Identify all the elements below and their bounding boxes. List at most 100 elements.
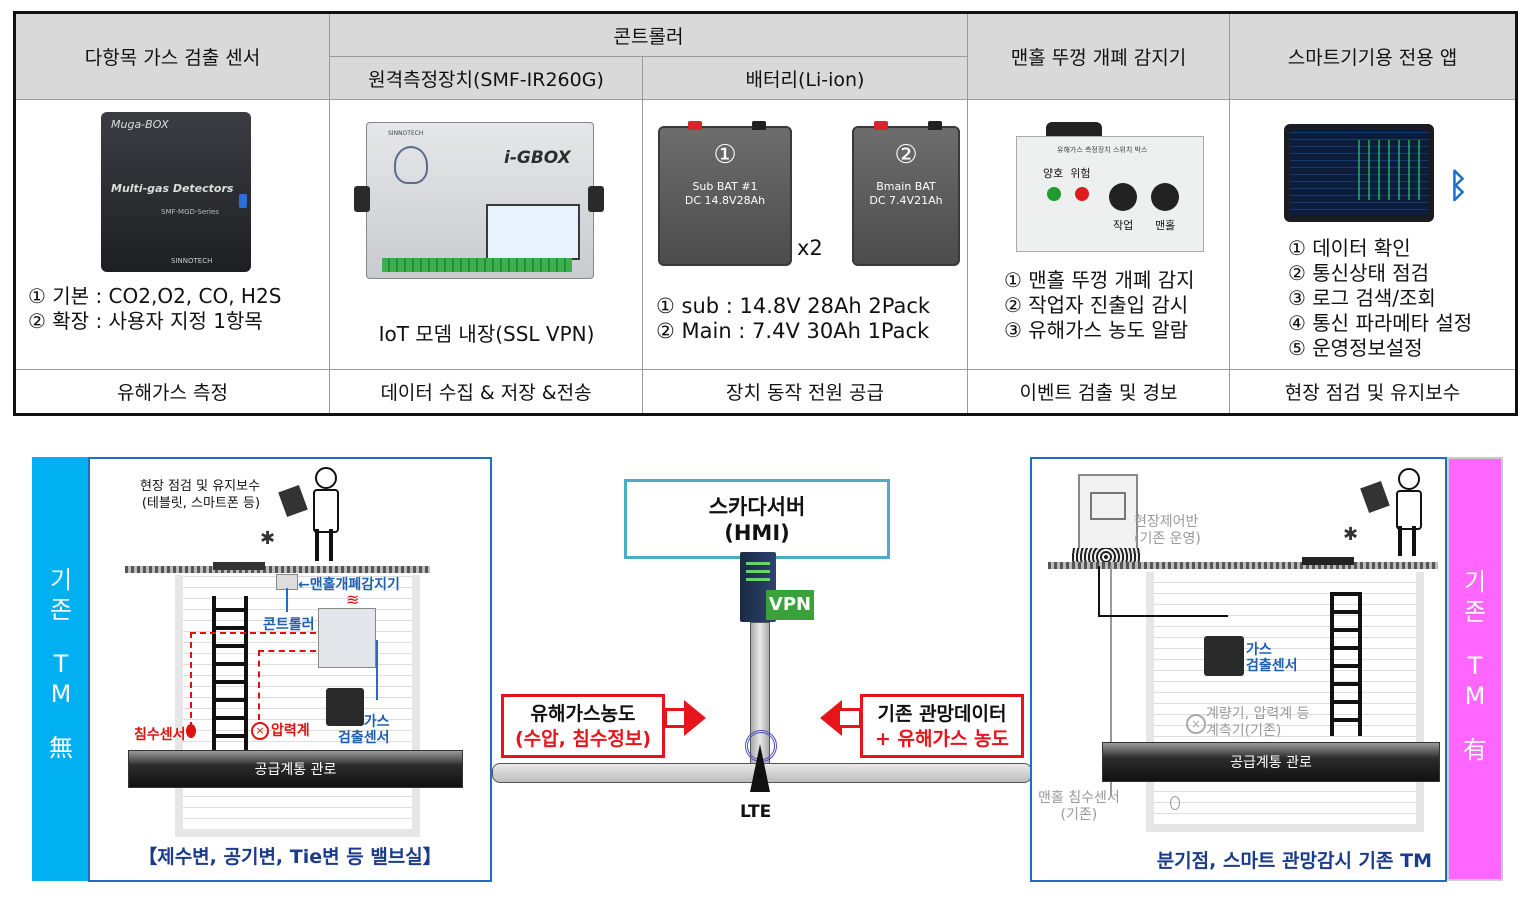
left-controller-device: [318, 608, 376, 668]
cable-line: [1110, 566, 1112, 796]
gas-sensor-device-image: Muga-BOX Multi-gas Detectors SMF-MGD-Ser…: [101, 112, 251, 272]
manhole-detector-device-image: 유해가스 측정장치 스위치 박스 양호 위험 작업 맨홀: [1016, 122, 1204, 252]
wifi-icon: ≋: [346, 590, 360, 609]
right-strip-char: M: [1464, 682, 1486, 710]
right-strip-char: 존: [1463, 598, 1487, 626]
scada-server-box: 스카다서버 (HMI): [624, 479, 890, 559]
main-battery: ② Bmain BAT DC 7.4V21Ah: [852, 121, 960, 266]
gas-sensor-series: SMF-MGD-Series: [161, 208, 219, 216]
rtu-maker: SINNOTECH: [388, 130, 424, 137]
content-smart-app: [1230, 100, 1515, 370]
control-panel-base: [1072, 548, 1140, 566]
right-water-sensor-label: 맨홀 침수센서 (기존): [1038, 790, 1120, 823]
gas-sensor-desc: ① 기본 : CO2,O2, CO, H2S ② 확장 : 사용자 지정 1항목: [28, 284, 282, 333]
header-rtu: 원격측정장치(SMF-IR260G): [330, 57, 643, 100]
left-ladder: [212, 596, 248, 752]
meter-icon: ×: [1186, 714, 1206, 734]
scada-line1: 스카다서버: [708, 495, 806, 519]
left-data-box: 유해가스농도 (수압, 침수정보): [501, 694, 665, 758]
manhole-box-hole: 맨홀: [1155, 219, 1176, 232]
sensor-line: [258, 650, 316, 652]
tablet-image: [1284, 124, 1434, 222]
manhole-detector-desc: ① 맨홀 뚜껑 개폐 감지 ② 작업자 진출입 감시 ③ 유해가스 농도 알람: [1004, 268, 1195, 342]
right-ground: [1048, 562, 1438, 569]
header-controller: 콘트롤러: [330, 14, 968, 57]
left-gas-sensor-label: 가스 검출센서: [338, 714, 390, 746]
worker-icon: [1388, 468, 1428, 558]
blue-line: [286, 588, 288, 612]
lte-tower-icon: [735, 730, 787, 794]
signal-icon: ✱: [260, 528, 276, 549]
scada-line2: (HMI): [724, 521, 790, 545]
spec-table: 다항목 가스 검출 센서 콘트롤러 원격측정장치(SMF-IR260G) 배터리…: [13, 11, 1518, 416]
rtu-device-image: SINNOTECH i-GBOX: [354, 122, 604, 282]
worker-icon: [305, 467, 345, 563]
left-data-box-line2: (수압, 침수정보): [514, 728, 652, 750]
cable-line: [1098, 615, 1228, 617]
right-control-panel-label: 현장제어반 (기존 운영): [1134, 514, 1201, 547]
right-strip-char: 有: [1463, 736, 1487, 764]
battery-desc: ① sub : 14.8V 28Ah 2Pack ② Main : 7.4V 3…: [656, 294, 931, 343]
left-side-strip: 기 존 T M 無: [32, 457, 90, 881]
bluetooth-icon: ᛒ: [1448, 166, 1469, 206]
func-battery: 장치 동작 전원 공급: [643, 370, 968, 413]
right-caption: 분기점, 스마트 관망감시 기존 TM: [1156, 850, 1432, 872]
sensor-line: [190, 632, 192, 728]
gas-sensor-label: Multi-gas Detectors: [111, 182, 234, 195]
sub-battery-num: ①: [713, 140, 737, 170]
right-pipe: 공급계통 관로: [1102, 742, 1440, 782]
right-gas-sensor-label: 가스 검출센서: [1246, 642, 1298, 674]
sensor-line: [258, 650, 260, 720]
arrow-left-icon: [840, 708, 862, 728]
left-pipe: 공급계통 관로: [128, 750, 463, 788]
left-ground: [125, 566, 430, 573]
manhole-box-title: 유해가스 측정장치 스위치 박스: [1057, 146, 1148, 154]
manhole-cover: [1302, 557, 1354, 565]
water-sensor-icon: [1170, 796, 1180, 810]
main-battery-text: Bmain BAT DC 7.4V21Ah: [869, 180, 943, 207]
signal-icon: ✱: [1343, 524, 1359, 545]
rtu-desc: IoT 모뎀 내장(SSL VPN): [378, 321, 595, 346]
gas-sensor-brand: Muga-BOX: [111, 118, 169, 131]
manhole-box-status: 양호 위험: [1043, 167, 1091, 180]
left-strip-char: 존: [49, 596, 73, 624]
func-manhole-detector: 이벤트 검출 및 경보: [968, 370, 1230, 413]
content-battery: [643, 100, 968, 370]
main-battery-num: ②: [894, 140, 918, 170]
content-gas-sensor: [16, 100, 330, 370]
header-smart-app: 스마트기기용 전용 앱: [1230, 14, 1515, 100]
manhole-cover: [213, 562, 265, 570]
sub-battery: ① Sub BAT #1 DC 14.8V28Ah: [658, 121, 792, 266]
right-ladder: [1330, 592, 1362, 736]
func-smart-app: 현장 점검 및 유지보수: [1284, 382, 1461, 404]
battery-multiplier: x2: [797, 236, 823, 260]
manhole-box-work: 작업: [1113, 219, 1134, 232]
right-gas-sensor-device: [1204, 636, 1244, 676]
arrow-right-icon: [664, 708, 686, 728]
control-panel-cabinet: [1078, 474, 1138, 554]
left-strip-char: T: [53, 650, 69, 678]
lte-label: LTE: [740, 802, 772, 822]
left-gas-sensor-device: [326, 688, 364, 726]
header-battery: 배터리(Li-ion): [643, 57, 968, 100]
vpn-badge: VPN: [766, 590, 814, 620]
right-meter-label: 계량기, 압력계 등 계측기(기존): [1206, 706, 1310, 739]
func-gas-sensor: 유해가스 측정: [16, 370, 330, 413]
content-rtu: [330, 100, 643, 370]
blue-line: [376, 640, 378, 700]
header-gas-sensor: 다항목 가스 검출 센서: [16, 14, 330, 100]
right-strip-char: T: [1467, 652, 1483, 680]
pressure-gauge-icon: ×: [251, 722, 269, 740]
smart-app-desc: ① 데이터 확인 ② 통신상태 점검 ③ 로그 검색/조회 ④ 통신 파라메타 …: [1288, 236, 1473, 360]
left-strip-char: 기: [49, 566, 73, 594]
sensor-line: [190, 632, 316, 634]
right-data-box-line2: + 유해가스 농도: [874, 728, 1010, 750]
left-strip-char: M: [50, 680, 72, 708]
left-data-box-line1: 유해가스농도: [530, 703, 636, 725]
left-worker-label: 현장 점검 및 유지보수 (테블릿, 스마트폰 등): [140, 479, 261, 511]
right-strip-char: 기: [1463, 568, 1487, 596]
sub-battery-text: Sub BAT #1 DC 14.8V28Ah: [684, 180, 766, 207]
right-side-strip: 기 존 T M 有: [1447, 457, 1503, 881]
right-data-box-line1: 기존 관망데이터: [877, 703, 1007, 725]
func-rtu: 데이터 수집 & 저장 &전송: [330, 370, 643, 413]
